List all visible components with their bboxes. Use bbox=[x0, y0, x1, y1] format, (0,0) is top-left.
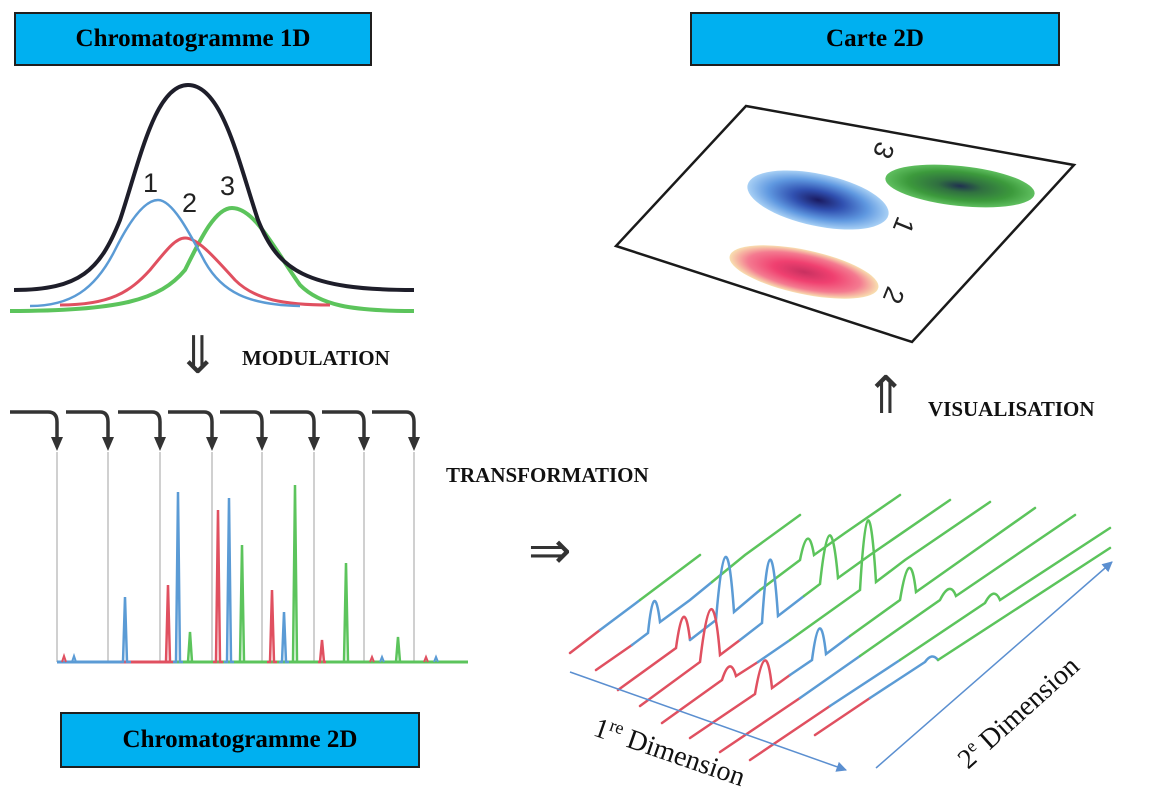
second-dimension-label: 2e Dimension bbox=[951, 649, 1086, 775]
modulation-arrow bbox=[372, 410, 416, 440]
visualisation-label: VISUALISATION bbox=[928, 397, 1095, 421]
first-dimension-axis bbox=[569, 671, 847, 772]
visualisation-up-arrow-icon: ⇑ bbox=[864, 366, 908, 426]
mod-peak-green bbox=[290, 484, 300, 664]
mod-peak-red bbox=[213, 509, 223, 664]
trace-9 bbox=[813, 546, 1112, 737]
spot-peak-2 bbox=[729, 245, 879, 299]
mod-peak-red bbox=[318, 639, 326, 664]
modulation-down-arrow-icon: ⇓ bbox=[176, 326, 220, 386]
modulation-arrow bbox=[220, 410, 264, 440]
peak-2-label: 2 bbox=[182, 188, 197, 218]
mod-peak-blue bbox=[173, 491, 183, 664]
mod-peak-blue bbox=[119, 596, 131, 664]
chromatogram-1d: 1 2 3 bbox=[9, 82, 415, 313]
modulation-arrow bbox=[10, 410, 59, 440]
trace-4 bbox=[638, 498, 952, 708]
modulation-arrowheads bbox=[51, 437, 420, 451]
mod-peak-red bbox=[267, 589, 277, 664]
peak-2-red-curve bbox=[59, 236, 331, 307]
peak-1-blue-curve bbox=[29, 198, 301, 308]
modulation-cut-lines bbox=[56, 452, 415, 662]
peak-3-label: 3 bbox=[220, 171, 235, 201]
trace-5 bbox=[660, 500, 992, 725]
mod-peak-blue bbox=[224, 497, 234, 664]
second-dimension-axis bbox=[875, 561, 1113, 769]
first-dimension-label: 1re Dimension bbox=[590, 710, 750, 793]
modulation-arrow bbox=[322, 410, 366, 440]
modulated-chromatogram bbox=[56, 452, 468, 664]
trace-8 bbox=[748, 526, 1112, 762]
transformation-label: TRANSFORMATION bbox=[446, 463, 649, 487]
modulation-arrows bbox=[10, 410, 416, 440]
mod-peak-red bbox=[162, 584, 174, 664]
peak-1-label: 1 bbox=[143, 168, 158, 198]
mod-peak-green bbox=[341, 562, 351, 664]
spot-peak-3 bbox=[885, 164, 1035, 208]
mod-peak-blue bbox=[279, 611, 289, 664]
chromatogram-2d-title: Chromatogramme 2D bbox=[60, 712, 420, 768]
mod-peak-green bbox=[394, 636, 402, 664]
peak-3-green-curve bbox=[9, 205, 415, 313]
trace-2 bbox=[594, 513, 802, 672]
transformation-right-arrow-icon: ⇒ bbox=[528, 521, 572, 581]
stacked-2d-traces bbox=[568, 493, 1112, 762]
modulation-label: MODULATION bbox=[242, 346, 390, 370]
mod-peak-green bbox=[185, 631, 195, 664]
modulation-arrow bbox=[118, 410, 162, 440]
trace-6 bbox=[688, 506, 1037, 740]
chromatogram-1d-title: Chromatogramme 1D bbox=[14, 12, 372, 66]
modulation-arrow bbox=[66, 410, 110, 440]
carte-2d-title: Carte 2D bbox=[690, 12, 1060, 66]
mod-peak-green bbox=[237, 544, 247, 664]
modulation-arrow bbox=[168, 410, 214, 440]
map-2d: 1 3 2 bbox=[613, 104, 1077, 344]
envelope-black-curve bbox=[13, 82, 415, 292]
trace-7 bbox=[718, 513, 1077, 754]
modulation-arrow bbox=[270, 410, 316, 440]
trace-1 bbox=[568, 553, 702, 655]
trace-3 bbox=[616, 493, 902, 692]
spot-peak-1 bbox=[747, 170, 889, 230]
